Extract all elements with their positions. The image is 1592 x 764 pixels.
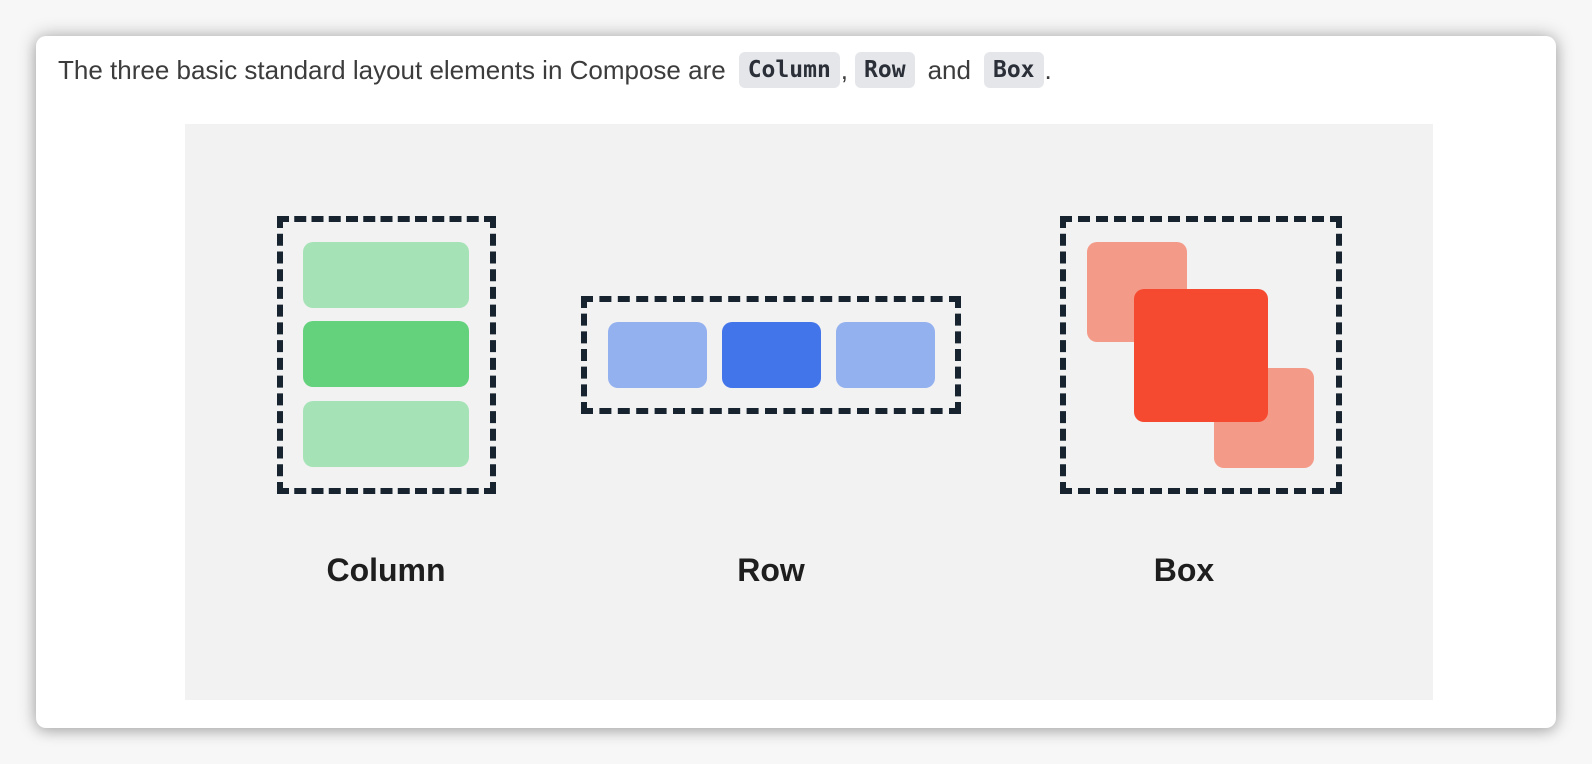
row-label: Row bbox=[737, 552, 805, 588]
code-box: Box bbox=[983, 52, 1044, 88]
column-item-bottom bbox=[303, 401, 469, 467]
code-column: Column bbox=[738, 52, 840, 88]
period-text: . bbox=[1044, 54, 1052, 85]
row-item-middle bbox=[722, 322, 821, 388]
code-row: Row bbox=[855, 52, 915, 88]
comma-text: , bbox=[840, 54, 849, 85]
layout-diagram: Column Row Box bbox=[185, 124, 1433, 700]
column-item-middle bbox=[303, 321, 469, 387]
intro-paragraph: The three basic standard layout elements… bbox=[58, 48, 1052, 92]
column-container-outline bbox=[277, 216, 496, 494]
content-card: The three basic standard layout elements… bbox=[36, 36, 1556, 728]
box-container-outline bbox=[1060, 216, 1342, 494]
row-item-left bbox=[608, 322, 707, 388]
and-text: and bbox=[927, 54, 971, 85]
box-label: Box bbox=[1153, 552, 1215, 588]
row-container-outline bbox=[581, 296, 961, 414]
intro-text: The three basic standard layout elements… bbox=[58, 54, 726, 85]
row-item-right bbox=[836, 322, 935, 388]
column-label: Column bbox=[326, 552, 446, 588]
box-item-front bbox=[1134, 289, 1268, 422]
column-item-top bbox=[303, 242, 469, 308]
